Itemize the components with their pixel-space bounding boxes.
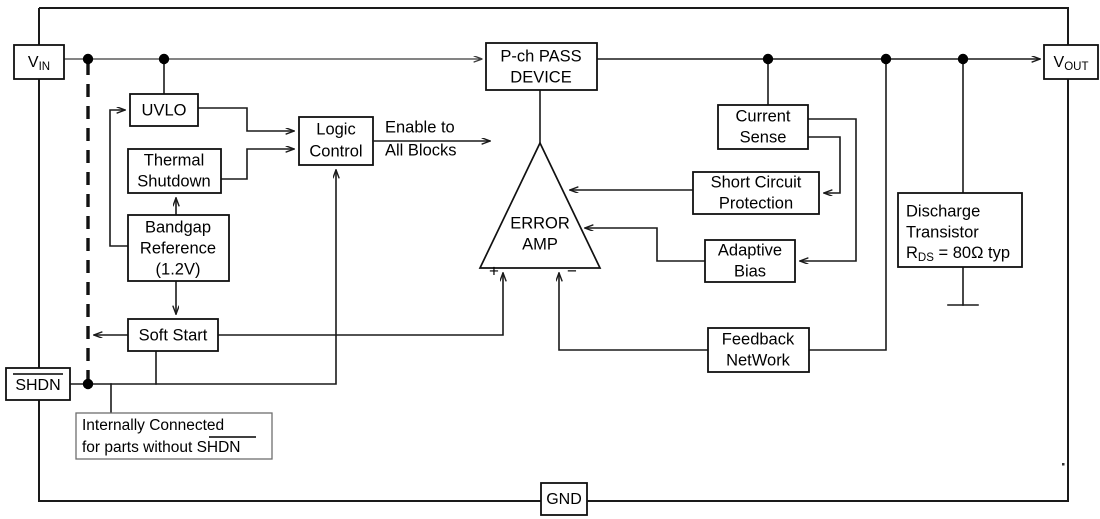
- block-uvlo-label: UVLO: [142, 101, 187, 119]
- terminal-vin-label: VIN: [28, 54, 50, 73]
- junction-dot-vin-uvlo: [158, 53, 170, 65]
- block-logic-control-label-2: Control: [309, 142, 362, 160]
- block-discharge-label-1: Discharge: [906, 202, 980, 220]
- note-line-2-prefix: for parts without: [82, 439, 197, 456]
- block-feedback-network[interactable]: [707, 327, 810, 373]
- junction-dot-vout-current-sense: [762, 53, 774, 65]
- thermal-to-logic-wire: [220, 149, 295, 180]
- block-short-circuit-protection[interactable]: [692, 171, 820, 215]
- block-bandgap-reference[interactable]: [127, 214, 230, 282]
- bandgap-to-uvlo-wire: [109, 110, 129, 247]
- note-line-1: Internally Connected: [82, 417, 224, 434]
- block-thermal-shutdown-label-1: Thermal: [144, 151, 205, 169]
- note-line-2: for parts without SHDN: [82, 439, 241, 456]
- error-amp-plus-sign: +: [489, 261, 499, 280]
- feedback-to-erroramp-minus-wire: [559, 272, 709, 351]
- adaptivebias-to-erroramp-wire: [584, 228, 706, 262]
- block-current-sense-label-2: Sense: [740, 128, 787, 146]
- currentsense-to-adaptivebias-wire: [799, 118, 857, 261]
- shdn-to-logic-wire: [69, 169, 336, 385]
- block-current-sense-label-1: Current: [735, 107, 790, 125]
- block-pch-pass-device[interactable]: [485, 42, 598, 91]
- enable-label-line-2: All Blocks: [385, 141, 457, 159]
- rds-subscript: DS: [918, 252, 934, 264]
- block-feedback-label-1: Feedback: [722, 330, 795, 348]
- block-bandgap-label-2: Reference: [140, 239, 216, 257]
- block-logic-control-label-1: Logic: [316, 120, 355, 138]
- block-current-sense[interactable]: [717, 104, 809, 150]
- block-soft-start-label: Soft Start: [139, 326, 208, 344]
- block-soft-start[interactable]: [127, 318, 219, 352]
- block-adaptive-bias-label-2: Bias: [734, 262, 766, 280]
- rds-suffix: = 80Ω typ: [934, 244, 1010, 262]
- junction-dot-vin-shdn-rail: [82, 53, 94, 65]
- junction-dot-vout-discharge: [957, 53, 969, 65]
- terminal-shdn-label: SHDN: [15, 377, 60, 394]
- rds-prefix: R: [906, 244, 918, 262]
- uvlo-to-logic-wire: [197, 107, 295, 131]
- block-bandgap-label-3: (1.2V): [156, 260, 201, 278]
- currentsense-to-shortckt-wire: [807, 136, 841, 193]
- terminal-gnd-label: GND: [546, 491, 582, 508]
- block-discharge-rds-label: RDS = 80Ω typ: [906, 244, 1010, 264]
- stray-mark: [1062, 463, 1065, 466]
- block-adaptive-bias[interactable]: [704, 239, 796, 283]
- vin-sub: IN: [39, 61, 51, 73]
- vout-sub: OUT: [1064, 61, 1088, 73]
- vout-to-feedback-wire: [808, 58, 887, 351]
- softstart-to-erroramp-plus-wire: [217, 272, 503, 336]
- block-uvlo[interactable]: [129, 93, 199, 127]
- vin-main: V: [28, 54, 39, 71]
- block-bandgap-label-1: Bandgap: [145, 218, 211, 236]
- enable-label-line-1: Enable to: [385, 118, 455, 136]
- note-internally-connected: [75, 412, 273, 460]
- block-pch-pass-label-2: DEVICE: [510, 68, 571, 86]
- terminal-vin[interactable]: [13, 44, 65, 80]
- junction-dot-shdn: [82, 378, 94, 390]
- terminal-gnd[interactable]: [540, 482, 588, 516]
- block-feedback-label-2: NetWork: [726, 351, 791, 369]
- junction-dot-vout-feedback: [880, 53, 892, 65]
- block-discharge-transistor[interactable]: [897, 192, 1023, 268]
- error-amp-triangle[interactable]: [478, 141, 602, 269]
- terminal-vout-label: VOUT: [1054, 54, 1089, 73]
- block-adaptive-bias-label-1: Adaptive: [718, 241, 782, 259]
- block-short-circuit-label-2: Protection: [719, 194, 793, 212]
- block-short-circuit-label-1: Short Circuit: [711, 173, 802, 191]
- block-thermal-shutdown[interactable]: [127, 148, 222, 194]
- note-line-2-shdn: SHDN: [197, 439, 241, 456]
- vout-main: V: [1054, 54, 1065, 71]
- block-discharge-label-2: Transistor: [906, 223, 979, 241]
- error-amp-minus-sign: −: [567, 261, 577, 280]
- error-amp-label-2: AMP: [522, 235, 558, 253]
- error-amp-label-1: ERROR: [510, 214, 570, 232]
- block-pch-pass-label-1: P-ch PASS: [500, 47, 581, 65]
- block-thermal-shutdown-label-2: Shutdown: [137, 172, 210, 190]
- terminal-vout[interactable]: [1043, 44, 1099, 80]
